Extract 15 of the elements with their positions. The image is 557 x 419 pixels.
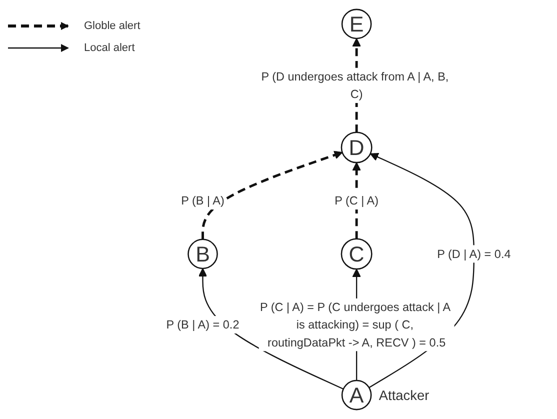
edge-label: P (C | A) bbox=[334, 194, 379, 208]
node-circle: E bbox=[341, 8, 372, 40]
edge-label: P (B | A) = 0.2 bbox=[166, 318, 240, 332]
legend-label: Globle alert bbox=[84, 20, 140, 32]
node-circle: C bbox=[340, 238, 372, 270]
edge-label: P (B | A) bbox=[181, 194, 224, 208]
arrow bbox=[202, 150, 343, 240]
edge-label: P (D | A) = 0.4 bbox=[437, 247, 511, 261]
edge-label: P (C | A) = P (C undergoes attack | A is attacking) = sup ( C, routingDataPkt -> A, RECV ) = 0.5 bbox=[260, 300, 450, 350]
node-circle: B bbox=[188, 238, 218, 270]
edge-label: P (D undergoes attack from A | A, B, C) bbox=[261, 70, 449, 102]
legend-label: Local alert bbox=[84, 42, 135, 54]
node-circle: D bbox=[340, 132, 372, 164]
node-caption: Attacker bbox=[378, 388, 430, 403]
node-circle: A bbox=[341, 380, 372, 410]
